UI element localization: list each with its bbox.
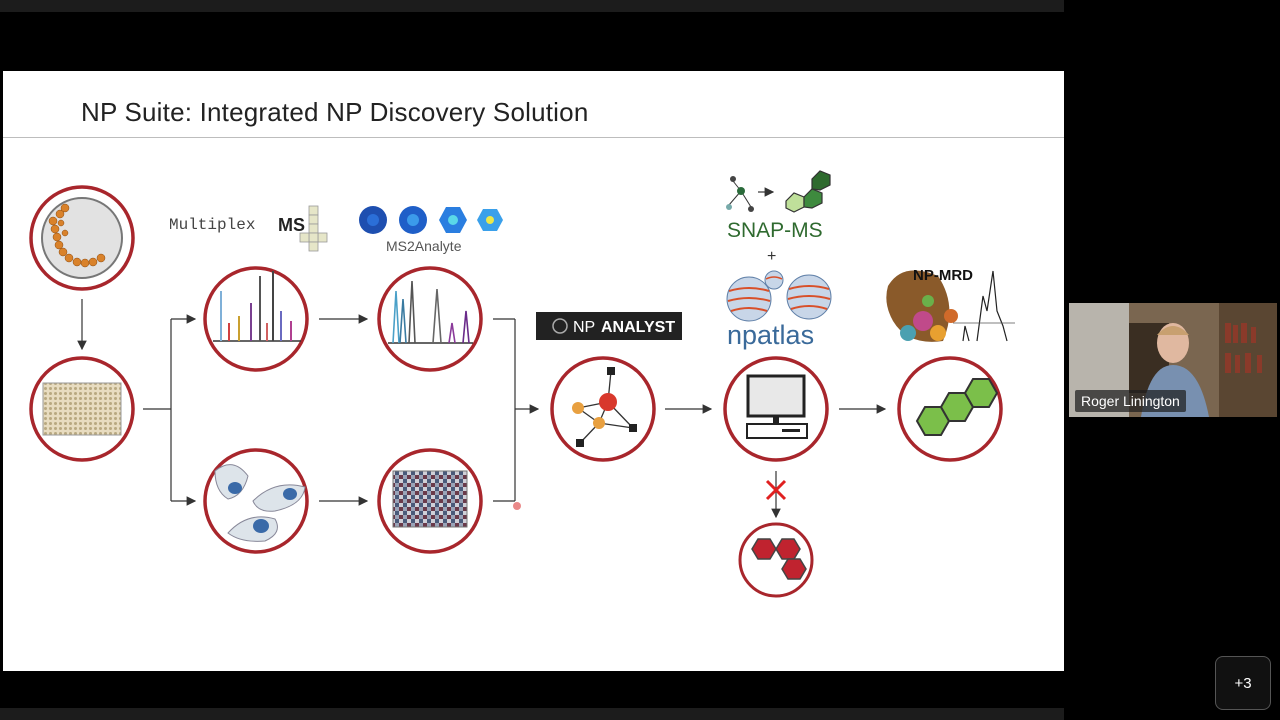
more-participants-button[interactable]: +3 (1215, 656, 1271, 710)
network-circle (550, 356, 656, 462)
np-analyst-logo: NP ANALYST (536, 312, 682, 340)
np-analyst-np: NP (573, 319, 595, 336)
cells-circle (203, 448, 309, 554)
ms-text: MS (278, 215, 305, 235)
multiplexms-logo: Multiplex MS (169, 205, 328, 252)
np-analyst-word: ANALYST (601, 319, 675, 336)
snap-ms-logo: SNAP-MS + (726, 170, 831, 265)
green-hexagons-circle (897, 356, 1003, 462)
plus-sign: + (767, 248, 776, 265)
rejected-cross (765, 479, 787, 501)
ms2analyte-text: MS2Analyte (386, 238, 462, 254)
np-mrd-logo: NP-MRD (886, 267, 1015, 342)
slide-title: NP Suite: Integrated NP Discovery Soluti… (81, 97, 589, 127)
workflow-diagram: Multiplex MS (29, 170, 1015, 598)
np-mrd-text: NP-MRD (913, 267, 973, 284)
presentation-slide: NP Suite: Integrated NP Discovery Soluti… (3, 71, 1064, 671)
participant-name-tag: Roger Linington (1075, 390, 1186, 412)
top-strip (0, 0, 1064, 12)
heatmap-plate-circle (377, 448, 483, 554)
bottom-strip (0, 708, 1064, 720)
computer-circle (723, 356, 829, 462)
npatlas-logo: npatlas (726, 270, 832, 350)
red-hexagons-circle (738, 522, 814, 598)
participant-video-tile[interactable]: Roger Linington (1069, 303, 1277, 417)
title-divider (3, 137, 1064, 138)
laser-pointer (513, 502, 521, 510)
petri-dish-circle (29, 185, 135, 291)
multiplex-text: Multiplex (169, 216, 255, 234)
spectrum-circle (203, 266, 309, 372)
ms2analyte-logo: MS2Analyte (359, 206, 503, 254)
npatlas-text: npatlas (727, 320, 814, 350)
snap-ms-text: SNAP-MS (727, 219, 823, 242)
chromatogram-circle (377, 266, 483, 372)
flow-connectors (77, 299, 887, 519)
well-plate-circle (29, 356, 135, 462)
